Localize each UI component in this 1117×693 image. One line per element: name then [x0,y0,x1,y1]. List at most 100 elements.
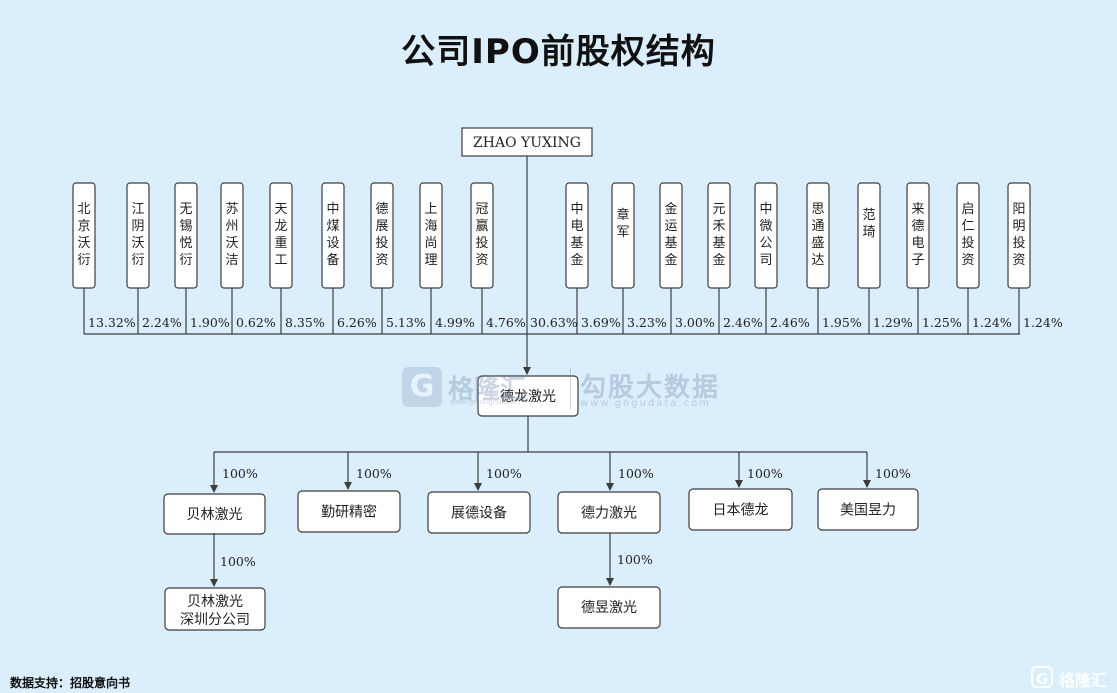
shareholder-pct: 1.24% [972,315,1012,330]
shareholder-name-char: 资 [1012,253,1025,268]
shareholder-name-char: 备 [326,252,339,268]
shareholder-name-char: 上 [424,202,437,217]
shareholder-pct: 2.46% [770,315,810,330]
shareholder-node: 范琦1.29% [857,182,913,334]
shareholder-name-char: 中 [570,202,583,217]
shareholder-name-char: 理 [424,253,437,268]
shareholder-group: 北京沃衍13.32%江阴沃衍2.24%无锡悦衍1.90%苏州沃洁0.62%天龙重… [72,182,1063,334]
watermark-url: www.gelonghui.com [450,398,521,406]
shareholder-name-char: 展 [375,219,388,234]
shareholder-name-char: 通 [811,219,824,234]
watermark-name-2: 勾股大数据 [580,373,721,403]
shareholder-name-char: 金 [664,201,677,217]
shareholder-name-char: 阳 [1012,202,1025,217]
shareholder-pct: 1.24% [1023,315,1063,330]
shareholder-name-char: 沃 [225,236,238,251]
shareholder-name-char: 达 [811,253,824,268]
subsidiary-pct: 100% [618,466,654,481]
subsidiary-group: 100%贝林激光100%勤研精密100%展德设备100%德力激光100%日本德龙… [163,452,919,535]
shareholder-name-char: 天 [274,202,287,217]
sub-subsidiary-2-label: 德昱激光 [581,599,637,616]
sub-subsidiary-1-label-line2: 深圳分公司 [180,612,250,628]
shareholder-name-char: 悦 [179,236,192,251]
shareholder-name-char: 金 [664,252,677,268]
brand-logo: G 格隆汇 [1031,664,1111,692]
subsidiary-label: 美国昱力 [840,503,896,519]
shareholder-pct: 1.90% [190,315,230,330]
sub-subsidiary-1-label-line1: 贝林激光 [187,593,243,610]
shareholder-pct: 8.35% [285,315,325,330]
shareholder-name-char: 元 [712,202,725,217]
shareholder-name-char: 苏 [225,201,238,217]
shareholder-name-char: 投 [475,235,488,251]
shareholder-name-char: 冠 [475,202,488,217]
gelonghui-logo-icon: G [402,367,442,407]
shareholder-name-char: 运 [664,219,677,234]
subsidiary-pct: 100% [356,466,392,481]
watermark-divider [570,367,571,409]
shareholder-name-char: 衍 [131,253,144,268]
shareholder-name-char: 仁 [961,219,974,234]
shareholder-name-char: 来 [911,202,924,217]
shareholder-name-char: 基 [712,236,725,251]
shareholder-name-char: 金 [570,252,583,268]
shareholder-name-char: 电 [570,219,583,234]
shareholder-name-char: 投 [1012,235,1025,251]
shareholder-name-char: 盛 [811,236,824,251]
shareholder-name-char: 德 [375,202,388,217]
shareholder-name-char: 资 [961,253,974,268]
shareholder-name-char: 尚 [424,236,437,251]
shareholder-name-char: 投 [961,235,974,251]
shareholder-name-char: 京 [77,219,90,234]
shareholder-name-char: 龙 [274,219,287,234]
shareholder-name-char: 基 [570,236,583,251]
shareholder-name-char: 思 [811,202,824,217]
shareholder-name-char: 德 [911,219,924,234]
shareholder-name-char: 衍 [77,253,90,268]
shareholder-name-char: 基 [664,236,677,251]
subsidiary-node: 100%日本德龙 [688,452,793,531]
subsidiary-label: 展德设备 [451,505,507,522]
shareholder-name-char: 金 [712,252,725,268]
shareholder-name-char: 公 [759,236,772,251]
brand-icon: G [1031,666,1053,688]
shareholder-name-char: 工 [274,253,287,268]
subsidiary-pct: 100% [222,466,258,481]
shareholder-name-char: 江 [131,202,144,217]
shareholder-name-char: 州 [225,219,238,234]
subsidiary-node: 100%勤研精密 [297,452,401,533]
shareholder-pct: 3.23% [627,315,667,330]
shareholder-pct: 3.00% [675,315,715,330]
watermark-name: 格隆汇 [448,375,527,405]
shareholder-pct: 1.25% [922,315,962,330]
subsidiary-pct: 100% [486,466,522,481]
shareholder-pct: 0.62% [236,315,276,330]
shareholder-name-char: 章 [616,207,629,223]
shareholder-name-char: 电 [911,236,924,251]
subsidiary-pct: 100% [747,466,783,481]
root-pct-label: 30.63% [530,315,578,330]
shareholder-node: 章军 3.23% [611,182,667,334]
shareholder-name-char: 北 [77,202,90,217]
shareholder-name-char: 启 [961,202,974,217]
subsidiary-node: 100%德力激光 [557,452,661,534]
shareholder-name-char: 设 [326,236,339,251]
shareholder-pct: 2.24% [142,315,182,330]
shareholder-name-char: 阴 [131,219,144,234]
shareholder-name-char: 赢 [475,218,488,234]
shareholder-name-char: 资 [375,253,388,268]
shareholder-name-char: 军 [616,225,629,240]
shareholder-name-char: 禾 [712,219,725,234]
shareholder-pct: 6.26% [337,315,377,330]
shareholder-name-char: 琦 [862,225,875,240]
